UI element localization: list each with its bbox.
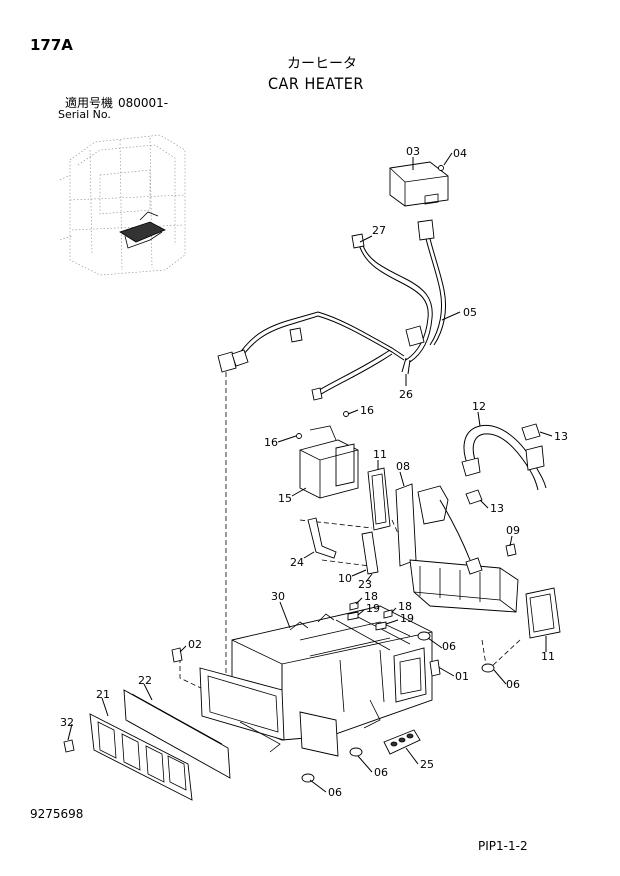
gasket-right — [525, 587, 561, 639]
callout-02: 02 — [188, 638, 202, 651]
serial-label-english: Serial No. — [58, 108, 111, 121]
callout-22: 22 — [138, 674, 152, 687]
callout-11-upper: 11 — [373, 448, 387, 461]
callout-27: 27 — [372, 224, 386, 237]
callout-30: 30 — [271, 590, 285, 603]
leader-lines — [67, 152, 553, 793]
air-filter — [89, 713, 193, 801]
callout-18-b: 18 — [398, 600, 412, 613]
callout-04: 04 — [453, 147, 467, 160]
callout-06-d: 06 — [328, 786, 342, 799]
callout-08: 08 — [396, 460, 410, 473]
air-duct — [296, 411, 359, 499]
heater-core — [395, 483, 519, 613]
screw-32 — [63, 739, 75, 753]
callout-26: 26 — [399, 388, 413, 401]
page-code: PIP1-1-2 — [478, 839, 528, 853]
grommet-06-b — [481, 663, 495, 673]
hose-clamp-lower — [465, 489, 483, 505]
callout-15: 15 — [278, 492, 292, 505]
water-hose — [461, 424, 547, 491]
callout-13-upper: 13 — [554, 430, 568, 443]
part-callout-labels: 03 04 27 05 26 16 16 12 13 11 08 13 15 0… — [60, 145, 568, 799]
machine-location-thumbnail — [59, 134, 186, 276]
callout-06-c: 06 — [374, 766, 388, 779]
hose-clamp-upper — [521, 423, 541, 441]
callout-01: 01 — [455, 670, 469, 683]
callout-16-upper: 16 — [360, 404, 374, 417]
callout-24: 24 — [290, 556, 304, 569]
seal-24 — [307, 517, 337, 559]
grommet-06-d — [301, 773, 315, 783]
grommet-06-a — [417, 631, 431, 641]
title-english: CAR HEATER — [268, 74, 364, 93]
gasket-upper — [367, 467, 391, 531]
callout-12: 12 — [472, 400, 486, 413]
clip-19-a — [347, 611, 359, 621]
callout-21: 21 — [96, 688, 110, 701]
callout-16-lower: 16 — [264, 436, 278, 449]
callout-06-b: 06 — [506, 678, 520, 691]
clip-19-b — [375, 621, 387, 631]
callout-11-lower: 11 — [541, 650, 555, 663]
grommet-plate — [383, 729, 421, 755]
serial-label-japanese: 適用号機 — [65, 96, 114, 110]
grommet-06-c — [349, 747, 363, 757]
callout-25: 25 — [420, 758, 434, 771]
document-number: 9275698 — [30, 807, 84, 821]
page-number: 177A — [30, 36, 73, 54]
filter-cover — [123, 689, 231, 779]
callout-13-lower: 13 — [490, 502, 504, 515]
seal-strip — [361, 531, 379, 575]
clip-18-b — [383, 609, 393, 619]
wiring-harness — [217, 219, 447, 401]
callout-05: 05 — [463, 306, 477, 319]
title-japanese: カーヒータ — [287, 56, 357, 72]
callout-23: 23 — [358, 578, 372, 591]
callout-32: 32 — [60, 716, 74, 729]
bolt-01 — [429, 659, 441, 677]
callout-18-a: 18 — [364, 590, 378, 603]
callout-19-a: 19 — [366, 602, 380, 615]
callout-19-b: 19 — [400, 612, 414, 625]
callout-09: 09 — [506, 524, 520, 537]
bolt-09 — [505, 543, 517, 557]
serial-value: 080001- — [118, 96, 169, 110]
callout-06-a: 06 — [442, 640, 456, 653]
callout-03: 03 — [406, 145, 420, 158]
bolt-02 — [171, 647, 183, 663]
callout-10: 10 — [338, 572, 352, 585]
heater-housing — [199, 605, 433, 757]
controller-unit — [389, 161, 449, 207]
